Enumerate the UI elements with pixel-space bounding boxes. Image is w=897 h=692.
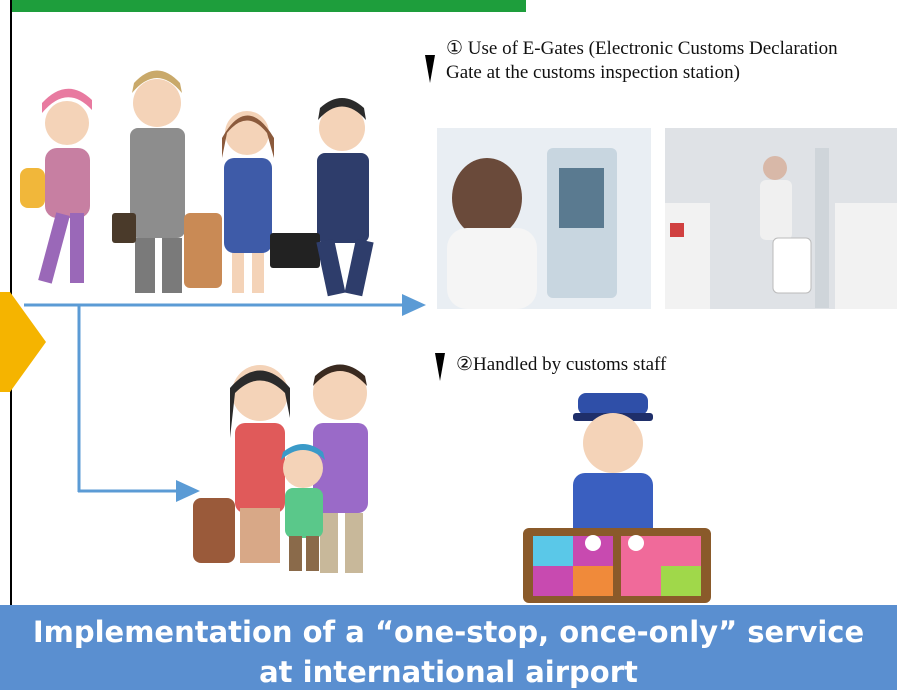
option-2-caption: ②Handled by customs staff [456, 353, 856, 377]
option-2-number: ② [456, 354, 474, 375]
egate-gate-photo [665, 128, 897, 309]
option-2-marker-icon [435, 353, 445, 381]
egate-kiosk-photo [437, 128, 651, 309]
option-1-text: Use of E-Gates (Electronic Customs Decla… [446, 38, 838, 83]
option-1-marker-icon [425, 55, 435, 83]
travelers-group-illustration [20, 70, 374, 297]
option-1-caption: ① Use of E-Gates (Electronic Customs Dec… [446, 37, 866, 85]
top-green-bar [12, 0, 526, 12]
summary-banner: Implementation of a “one-stop, once-only… [0, 605, 897, 690]
gold-chevron-icon [0, 292, 46, 392]
branch-arrowhead [176, 480, 200, 502]
customs-officer-illustration [523, 393, 711, 603]
option-1-number: ① [446, 38, 464, 59]
family-illustration [193, 364, 368, 573]
option-2-text: Handled by customs staff [473, 354, 667, 375]
main-flow-arrowhead [402, 294, 426, 316]
banner-title: Implementation of a “one-stop, once-only… [32, 615, 865, 689]
